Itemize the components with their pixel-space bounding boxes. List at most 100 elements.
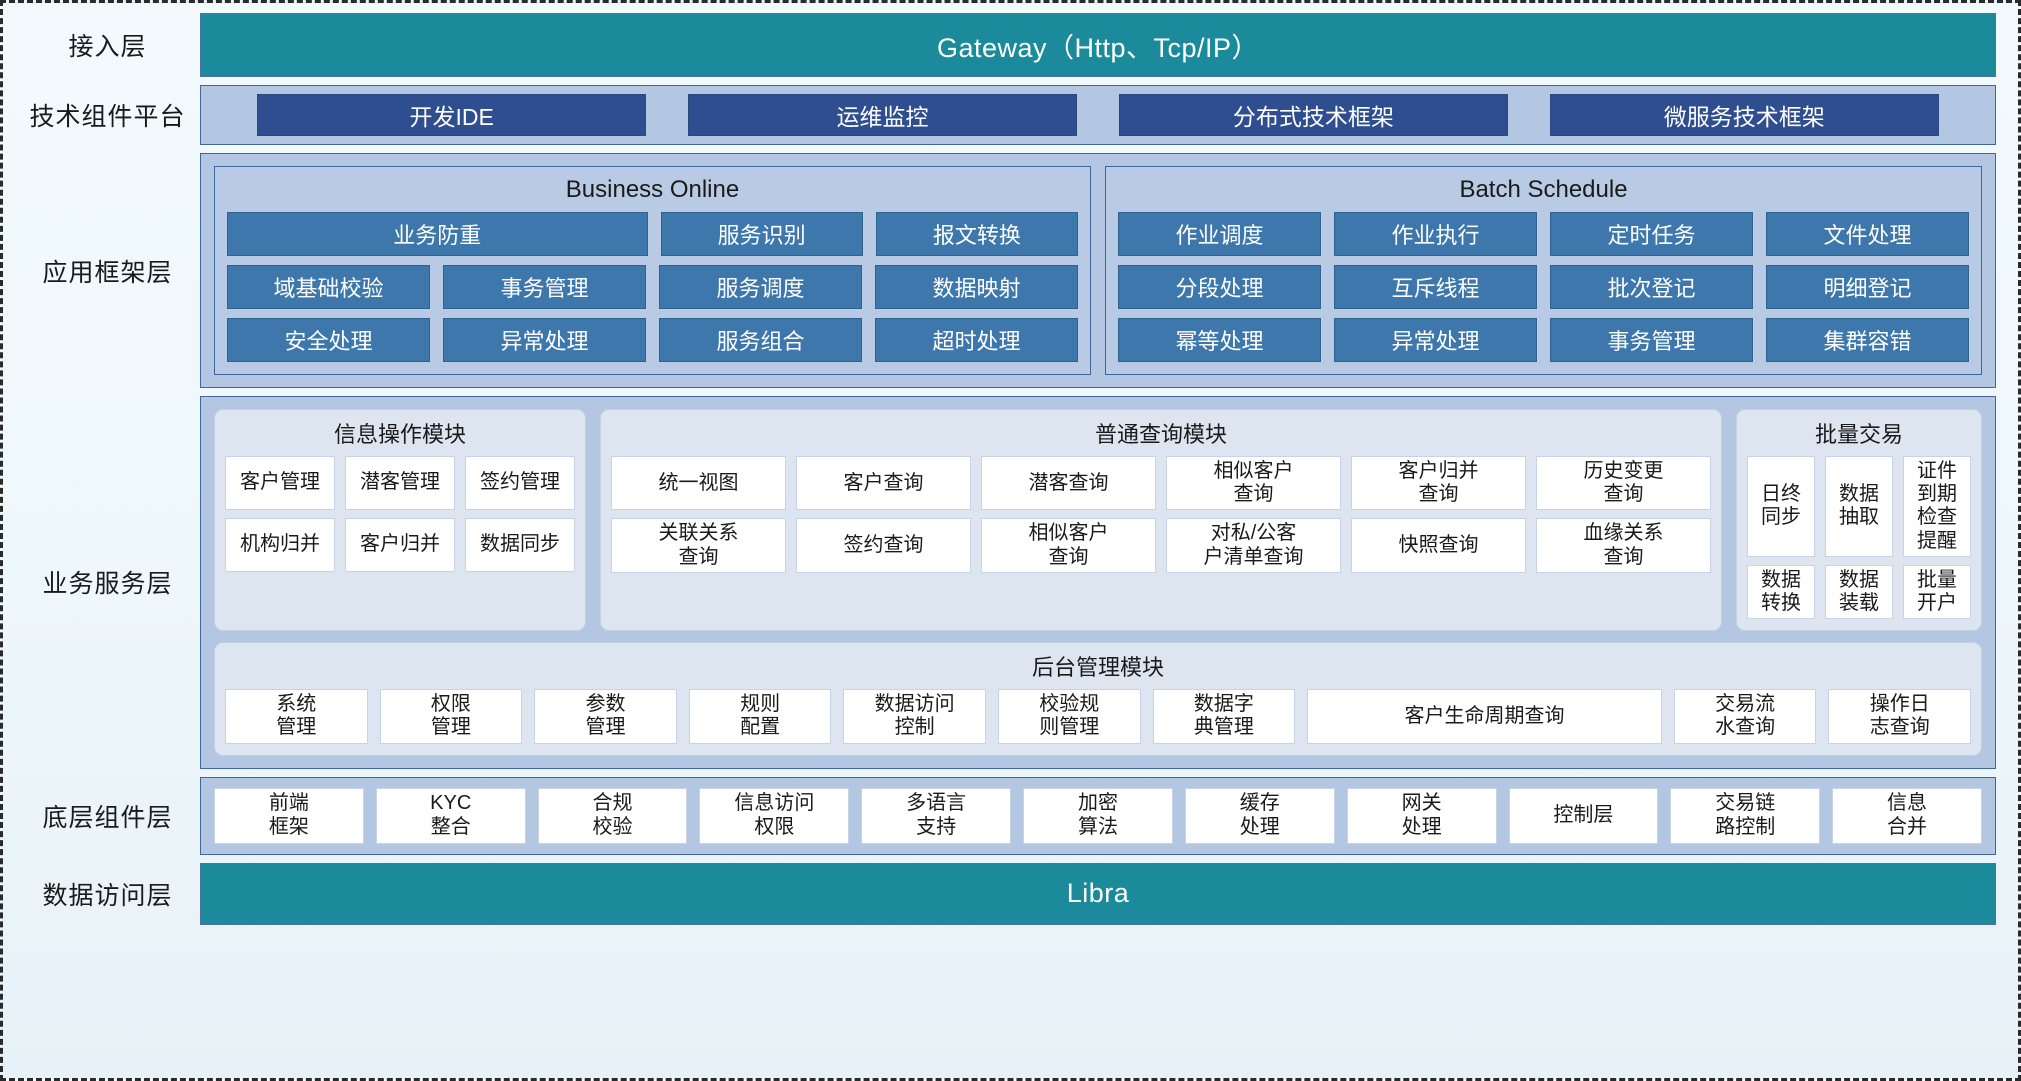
svc-cell-customer-query[interactable]: 客户查询: [796, 456, 971, 511]
layer-base-component: 底层组件层 前端 框架 KYC 整合 合规 校验 信息访问 权限 多语言 支持 …: [15, 776, 1996, 855]
layer-label-app-framework: 应用框架层: [42, 258, 173, 287]
svc-cell-data-access-control[interactable]: 数据访问 控制: [843, 689, 986, 744]
svc-cell-customer-mgmt[interactable]: 客户管理: [225, 456, 335, 510]
app-chip-domain-validation[interactable]: 域基础校验: [227, 265, 430, 309]
app-chip-exception[interactable]: 异常处理: [443, 318, 646, 362]
svc-cell-relation-query[interactable]: 关联关系 查询: [611, 518, 786, 573]
svc-cell-rule-config[interactable]: 规则 配置: [688, 689, 832, 744]
svc-row: 数据 转换 数据 装载 批量 开户: [1747, 564, 1971, 620]
svc-cell-customer-merge[interactable]: 客户归并: [345, 518, 455, 572]
tech-platform-panel: 开发IDE 运维监控 分布式技术框架 微服务技术框架: [200, 85, 1996, 145]
comp-cell-encryption-algorithm[interactable]: 加密 算法: [1023, 787, 1173, 844]
svc-cell-batch-account-open[interactable]: 批量 开户: [1903, 564, 1971, 620]
app-chip-message-convert[interactable]: 报文转换: [875, 212, 1079, 256]
comp-cell-kyc-integration[interactable]: KYC 整合: [375, 787, 526, 844]
svc-cell-customer-merge-query[interactable]: 客户归并 查询: [1351, 456, 1526, 511]
layer-tech-platform: 技术组件平台 开发IDE 运维监控 分布式技术框架 微服务技术框架: [15, 85, 1996, 145]
app-row: 作业调度 作业执行 定时任务 文件处理: [1118, 212, 1969, 256]
app-chip-service-dispatch[interactable]: 服务调度: [659, 265, 862, 309]
svc-cell-contract-query[interactable]: 签约查询: [796, 518, 971, 573]
app-chip-detail-register[interactable]: 明细登记: [1766, 265, 1969, 309]
svc-cell-similar-customer-query[interactable]: 相似客户 查询: [1166, 456, 1341, 511]
comp-cell-control-layer[interactable]: 控制层: [1508, 787, 1659, 844]
svc-cell-permission-mgmt[interactable]: 权限 管理: [379, 689, 523, 744]
svc-cell-data-sync[interactable]: 数据同步: [465, 518, 575, 572]
libra-bar[interactable]: Libra: [200, 862, 1996, 925]
app-row: 安全处理 异常处理 服务组合 超时处理: [227, 318, 1078, 362]
app-chip-job-execute[interactable]: 作业执行: [1334, 212, 1537, 256]
svc-cell-data-transform[interactable]: 数据 转换: [1747, 564, 1815, 620]
svc-cell-data-dictionary-mgmt[interactable]: 数据字 典管理: [1152, 689, 1296, 744]
tech-chip-ide[interactable]: 开发IDE: [257, 94, 646, 136]
app-chip-batch-register[interactable]: 批次登记: [1550, 265, 1753, 309]
svc-cell-unified-view[interactable]: 统一视图: [611, 456, 786, 511]
svc-cell-similar-customer-query-2[interactable]: 相似客户 查询: [981, 518, 1156, 573]
layer-business-service: 业务服务层 信息操作模块 客户管理 潜客管理 签约管理: [15, 396, 1996, 769]
comp-cell-info-access-permission[interactable]: 信息访问 权限: [699, 787, 850, 844]
app-chip-file-process[interactable]: 文件处理: [1766, 212, 1969, 256]
svc-group-title-common-query: 普通查询模块: [1094, 422, 1227, 447]
svc-cell-id-expiry-reminder[interactable]: 证件到期 检查提醒: [1903, 456, 1971, 557]
svc-cell-prospect-mgmt[interactable]: 潜客管理: [345, 456, 455, 510]
svc-cell-parameter-mgmt[interactable]: 参数 管理: [534, 689, 677, 744]
app-group-batch-schedule: Batch Schedule 作业调度 作业执行 定时任务 文件处理 分段处理 …: [1105, 166, 1982, 375]
svc-cell-private-public-list-query[interactable]: 对私/公客 户清单查询: [1166, 518, 1341, 573]
svc-cell-lineage-query[interactable]: 血缘关系 查询: [1536, 518, 1711, 573]
tech-chip-distributed-framework[interactable]: 分布式技术框架: [1119, 94, 1508, 136]
app-chip-cluster-fault-tolerance[interactable]: 集群容错: [1766, 318, 1969, 362]
svc-cell-transaction-flow-query[interactable]: 交易流 水查询: [1673, 689, 1817, 744]
app-chip-security[interactable]: 安全处理: [227, 318, 430, 362]
svc-cell-eod-sync[interactable]: 日终 同步: [1747, 456, 1815, 557]
app-group-title-business-online: Business Online: [565, 176, 740, 203]
comp-cell-info-merge[interactable]: 信息 合并: [1832, 787, 1982, 844]
svc-cell-system-mgmt[interactable]: 系统 管理: [225, 689, 368, 744]
svc-cell-prospect-query[interactable]: 潜客查询: [981, 456, 1156, 511]
comp-cell-multilanguage-support[interactable]: 多语言 支持: [861, 787, 1012, 844]
layer-access: 接入层 Gateway（Http、Tcp/IP）: [15, 13, 1996, 77]
svc-cell-org-merge[interactable]: 机构归并: [225, 518, 335, 572]
app-chip-idempotent[interactable]: 幂等处理: [1118, 318, 1321, 362]
svc-row: 系统 管理 权限 管理 参数 管理 规则 配置 数据访问 控制 校验规 则管理 …: [225, 689, 1972, 744]
app-chip-job-schedule[interactable]: 作业调度: [1118, 212, 1321, 256]
app-chip-transaction-mgmt[interactable]: 事务管理: [443, 265, 646, 309]
svc-cell-customer-lifecycle-query[interactable]: 客户生命周期查询: [1307, 689, 1662, 744]
tech-chip-microservice-framework[interactable]: 微服务技术框架: [1550, 94, 1939, 136]
svc-cell-data-load[interactable]: 数据 装载: [1825, 564, 1893, 620]
app-chip-timed-task[interactable]: 定时任务: [1550, 212, 1753, 256]
app-chip-business-dedup[interactable]: 业务防重: [227, 212, 648, 256]
comp-cell-gateway-processing[interactable]: 网关 处理: [1346, 787, 1497, 844]
svc-cell-validation-rule-mgmt[interactable]: 校验规 则管理: [997, 689, 1141, 744]
svc-group-common-query: 普通查询模块 统一视图 客户查询 潜客查询 相似客户 查询 客户归并 查询 历史…: [600, 409, 1722, 632]
svc-group-batch-transaction: 批量交易 日终 同步 数据 抽取 证件到期 检查提醒 数据 转换 数据 装载 批…: [1736, 409, 1982, 632]
comp-cell-transaction-link-control[interactable]: 交易链 路控制: [1670, 787, 1821, 844]
svc-row: 客户管理 潜客管理 签约管理: [225, 456, 575, 510]
app-chip-segment-process[interactable]: 分段处理: [1118, 265, 1321, 309]
svc-cell-snapshot-query[interactable]: 快照查询: [1351, 518, 1526, 573]
business-service-panel: 信息操作模块 客户管理 潜客管理 签约管理 机构归并 客户归并 数据同步: [200, 396, 1996, 769]
app-chip-service-identify[interactable]: 服务识别: [660, 212, 863, 256]
svc-group-admin-module: 后台管理模块 系统 管理 权限 管理 参数 管理 规则 配置 数据访问 控制 校…: [214, 642, 1982, 756]
app-chip-data-mapping[interactable]: 数据映射: [875, 265, 1078, 309]
app-chip-transaction-mgmt-batch[interactable]: 事务管理: [1550, 318, 1753, 362]
layer-label-data-access: 数据访问层: [42, 881, 173, 910]
layer-label-base-component: 底层组件层: [42, 803, 173, 832]
app-row: 分段处理 互斥线程 批次登记 明细登记: [1118, 265, 1969, 309]
svc-row: 关联关系 查询 签约查询 相似客户 查询 对私/公客 户清单查询 快照查询 血缘…: [611, 518, 1711, 573]
app-chip-timeout[interactable]: 超时处理: [875, 318, 1078, 362]
gateway-bar[interactable]: Gateway（Http、Tcp/IP）: [200, 13, 1996, 77]
svc-cell-contract-mgmt[interactable]: 签约管理: [465, 456, 575, 510]
comp-cell-cache-processing[interactable]: 缓存 处理: [1184, 787, 1335, 844]
svc-group-title-admin-module: 后台管理模块: [1031, 655, 1164, 681]
app-chip-mutex-thread[interactable]: 互斥线程: [1334, 265, 1537, 309]
comp-cell-frontend-framework[interactable]: 前端 框架: [214, 787, 364, 844]
svc-cell-history-change-query[interactable]: 历史变更 查询: [1536, 456, 1711, 511]
app-chip-service-composition[interactable]: 服务组合: [659, 318, 862, 362]
svc-cell-data-extract[interactable]: 数据 抽取: [1825, 456, 1893, 557]
svc-cell-operation-log-query[interactable]: 操作日 志查询: [1828, 689, 1972, 744]
tech-chip-ops-monitor[interactable]: 运维监控: [688, 94, 1077, 136]
svc-group-title-batch-transaction: 批量交易: [1814, 422, 1903, 447]
comp-cell-compliance-check[interactable]: 合规 校验: [537, 787, 688, 844]
app-chip-exception-batch[interactable]: 异常处理: [1334, 318, 1537, 362]
svc-row: 机构归并 客户归并 数据同步: [225, 518, 575, 572]
